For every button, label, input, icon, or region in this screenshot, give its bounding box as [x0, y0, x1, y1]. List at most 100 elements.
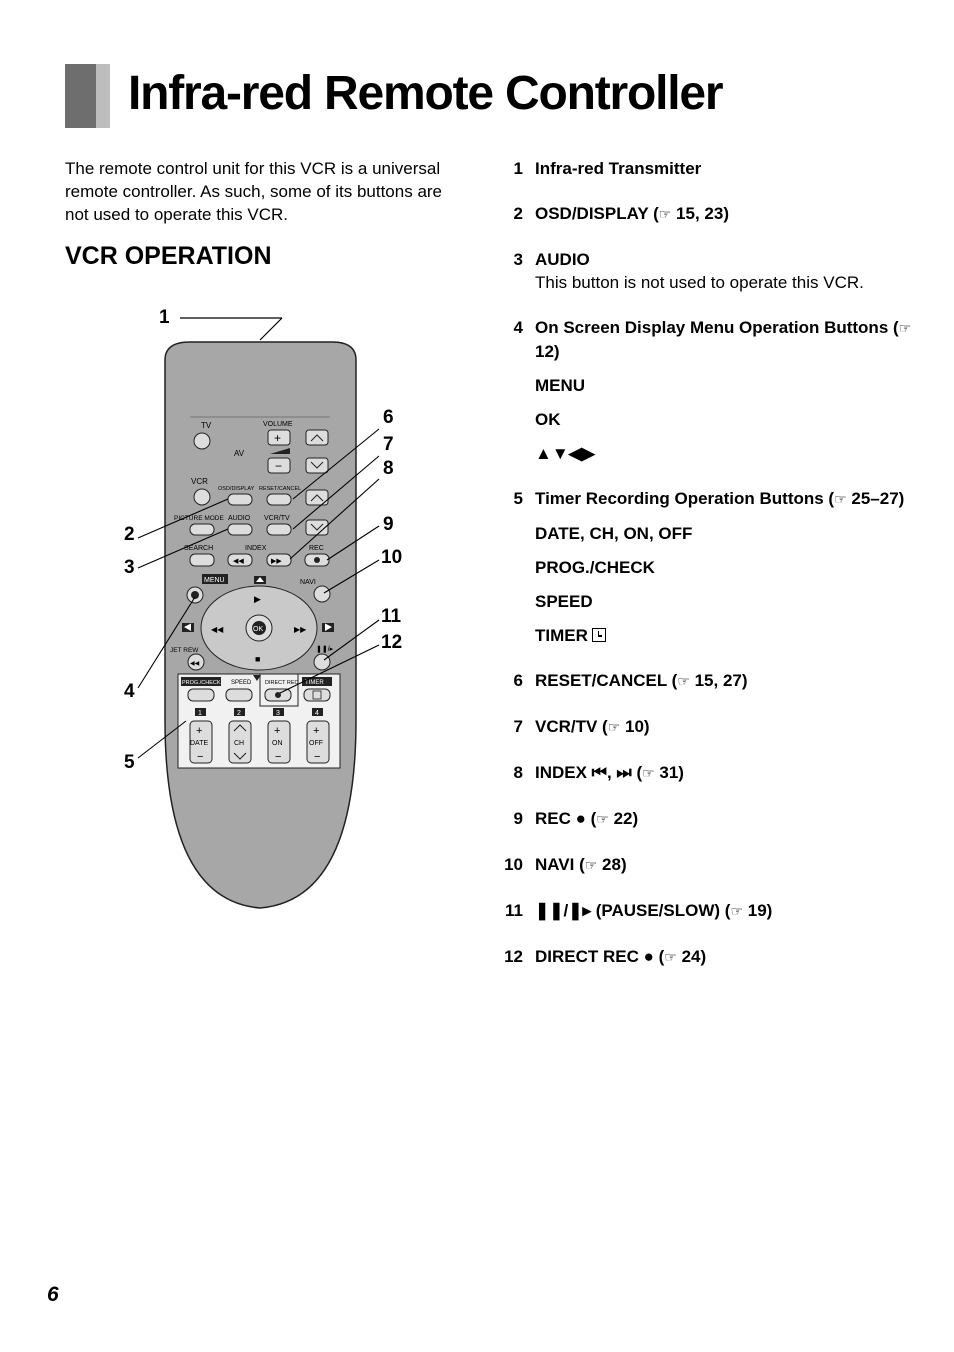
list-item-4: 4 On Screen Display Menu Operation Butto… [513, 318, 912, 463]
svg-text:−: − [314, 751, 320, 763]
svg-text:▶▶: ▶▶ [294, 625, 307, 634]
navi-label: NAVI [300, 579, 316, 586]
volume-down-button [267, 457, 291, 474]
svg-text:◀◀: ◀◀ [211, 625, 224, 634]
reset-cancel-label: RESET/CANCEL [259, 486, 301, 492]
ch-rocker [228, 720, 252, 764]
section-heading: VCR OPERATION [65, 242, 272, 270]
vcr-label: VCR [191, 477, 208, 486]
callout-12: 12 [381, 632, 403, 653]
ok-label: OK [253, 626, 263, 633]
svg-text:−: − [275, 459, 282, 473]
audio-button [227, 523, 253, 536]
button-description-list: 1 Infra-red Transmitter 2 OSD/DISPLAY (☞… [497, 157, 927, 991]
list-item-11: 11 ❚❚/❚▸ (PAUSE/SLOW) (☞ 19) [505, 901, 773, 920]
svg-text:+: + [196, 725, 202, 737]
reference-icon: ☞ [658, 206, 672, 222]
callout-3: 3 [124, 557, 135, 578]
title-bar-dark [65, 64, 96, 128]
title-bar-light [96, 64, 110, 128]
page-number: 6 [47, 1283, 59, 1306]
direct-rec-label: DIRECT REC [265, 680, 299, 686]
volume-up-button [267, 429, 291, 446]
callout-6: 6 [383, 407, 394, 428]
reference-icon: ☞ [596, 811, 609, 827]
list-item-7: 7 VCR/TV (☞ 10) [513, 717, 650, 736]
svg-text:1: 1 [198, 710, 202, 717]
reference-icon: ☞ [898, 320, 912, 336]
vcr-tv-button [266, 523, 292, 536]
tv-label: TV [201, 421, 212, 430]
callout-7: 7 [383, 434, 394, 455]
osd-display-button [227, 493, 253, 506]
on-rocker [267, 720, 291, 764]
reference-icon: ☞ [584, 857, 598, 873]
svg-text:▶: ▶ [254, 594, 261, 604]
prog-check-label: PROG./CHECK [182, 680, 221, 686]
svg-text:+: + [274, 431, 281, 445]
on-label: ON [272, 740, 283, 747]
search-label: SEARCH [184, 545, 213, 552]
prog-check-button [187, 688, 215, 702]
reference-icon: ☞ [677, 673, 690, 689]
svg-text:◀◀: ◀◀ [233, 558, 244, 565]
callout-2: 2 [124, 524, 135, 545]
navi-button [313, 585, 331, 603]
audio-label: AUDIO [228, 515, 251, 522]
speed-label: SPEED [231, 680, 252, 686]
list-item-2: 2 OSD/DISPLAY (☞ 15, 23) [513, 204, 729, 223]
remote-illustration: TV VOLUME + − AV VCR OSD/DISPLAY RESET/C… [137, 317, 380, 909]
volume-label: VOLUME [263, 421, 293, 428]
callout-11: 11 [381, 606, 402, 627]
svg-text:−: − [197, 751, 203, 763]
channel-down-button [305, 457, 329, 474]
osd-display-label: OSD/DISPLAY [218, 486, 255, 492]
channel-up-button [305, 429, 329, 446]
svg-text:+: + [274, 725, 280, 737]
svg-text:4: 4 [315, 710, 319, 717]
svg-text:+: + [313, 725, 319, 737]
list-item-1: 1 Infra-red Transmitter [513, 159, 702, 178]
timer-label: TIMER [305, 680, 324, 686]
title-decoration-bar [65, 64, 110, 128]
jet-rew-button [187, 653, 205, 671]
picture-mode-label: PICTURE MODE [174, 515, 225, 522]
index-label: INDEX [245, 545, 267, 552]
list-item-8: 8 INDEX ⏮, ⏭ (☞ 31) [513, 763, 684, 782]
timer-button [303, 688, 331, 702]
av-label: AV [234, 449, 245, 458]
reference-icon: ☞ [730, 903, 744, 919]
menu-label: MENU [204, 577, 225, 584]
svg-text:◀◀: ◀◀ [190, 661, 200, 667]
index-prev-button [227, 553, 253, 567]
svg-text:❚❚/▸: ❚❚/▸ [316, 645, 334, 653]
index-next-button [266, 553, 292, 567]
list-item-12: 12 DIRECT REC ● (☞ 24) [504, 947, 707, 966]
reference-icon: ☞ [607, 719, 621, 735]
list-item-5: 5 Timer Recording Operation Buttons (☞ 2… [513, 489, 905, 645]
callout-10: 10 [381, 547, 403, 568]
reset-cancel-button [266, 493, 292, 506]
callout-9: 9 [383, 514, 394, 535]
list-item-6: 6 RESET/CANCEL (☞ 15, 27) [513, 671, 748, 690]
jet-rew-label: JET REW [170, 647, 199, 654]
speed-button [225, 688, 253, 702]
svg-text:3: 3 [276, 710, 280, 717]
rec-label: REC [309, 545, 324, 552]
date-label: DATE [190, 740, 208, 747]
page-title: Infra-red Remote Controller [128, 67, 724, 120]
clock-box-icon [591, 628, 606, 642]
ch-label: CH [234, 740, 244, 747]
callout-8: 8 [383, 458, 394, 479]
svg-text:■: ■ [255, 654, 260, 664]
list-item-9: 9 REC ● (☞ 22) [513, 809, 639, 828]
menu-label-box [202, 574, 228, 584]
callout-4: 4 [124, 681, 135, 702]
svg-text:▶▶: ▶▶ [271, 558, 282, 565]
callout-5: 5 [124, 752, 135, 773]
pause-slow-button [313, 653, 331, 671]
reference-icon: ☞ [664, 949, 677, 965]
intro-paragraph: The remote control unit for this VCR is … [65, 159, 443, 224]
reference-icon: ☞ [642, 765, 655, 781]
